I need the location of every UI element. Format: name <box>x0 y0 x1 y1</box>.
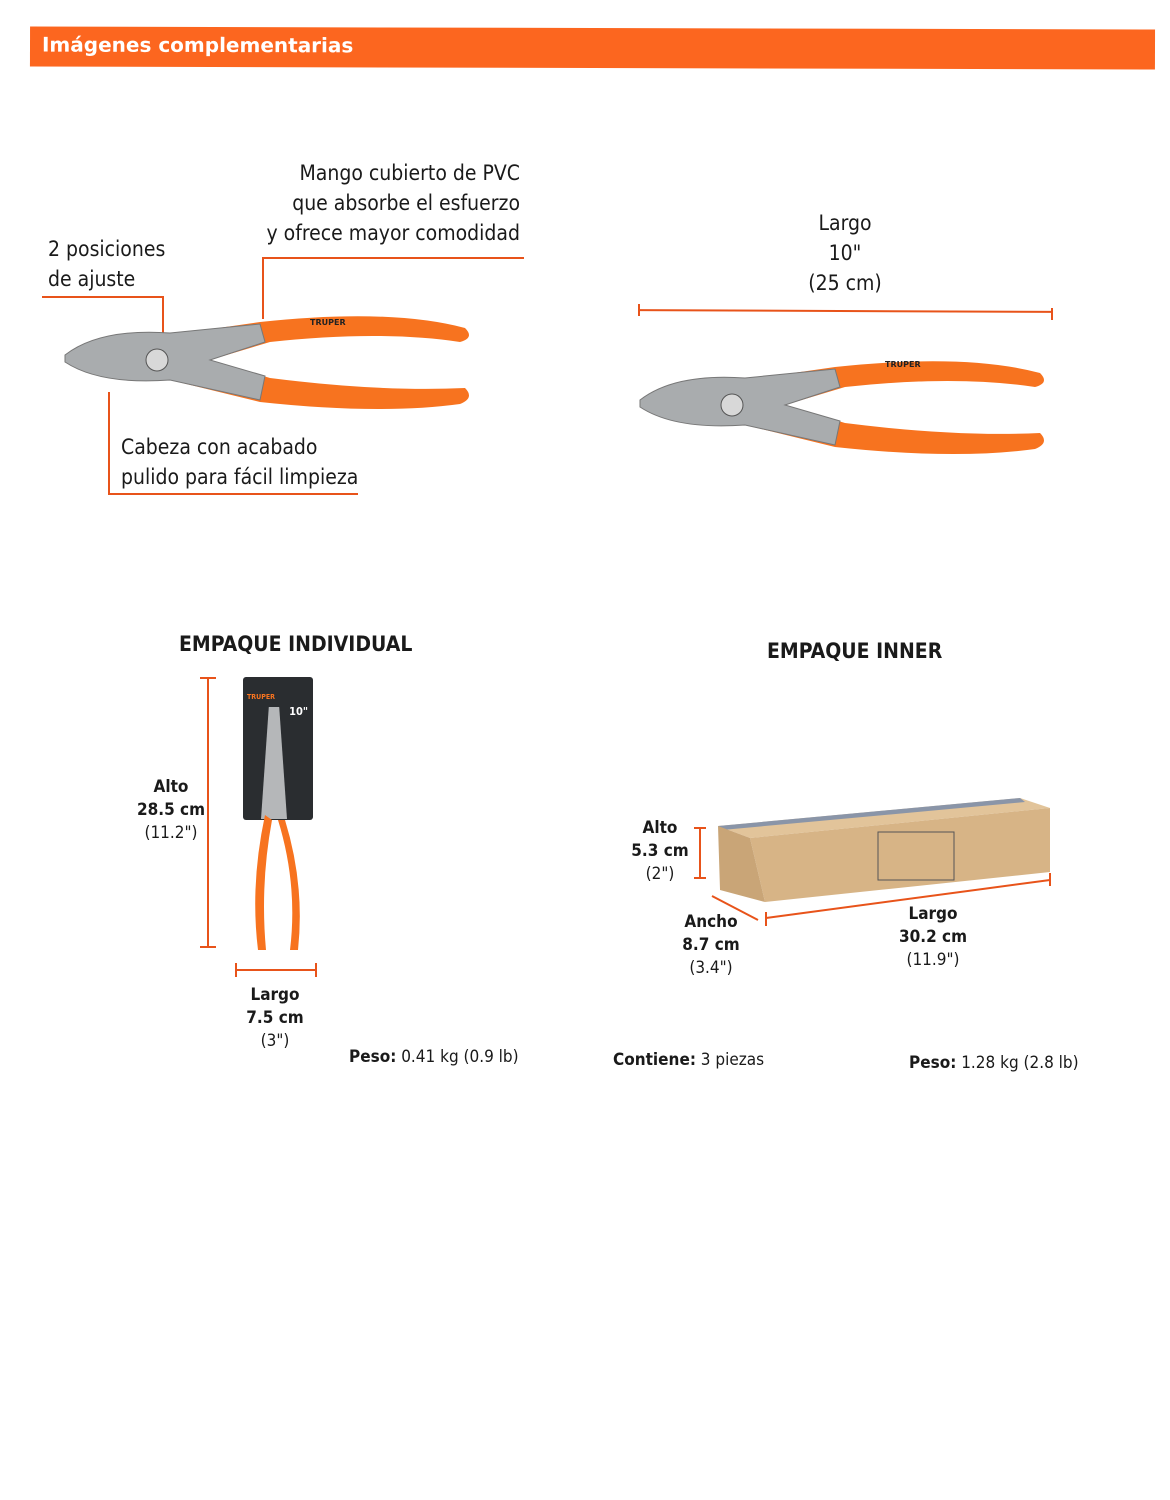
dim-in: (3") <box>260 1031 290 1051</box>
pliers-image: TRUPER <box>64 316 469 410</box>
inner-largo: Largo 30.2 cm (11.9") <box>893 903 973 972</box>
section-title: Imágenes complementarias <box>41 32 354 58</box>
brand-logo: TRUPER <box>885 360 921 369</box>
dim-cm: 30.2 cm <box>898 927 968 947</box>
individual-largo: Largo 7.5 cm (3") <box>235 984 315 1053</box>
weight-label: Peso: <box>349 1047 397 1067</box>
length-title: Largo <box>818 211 872 235</box>
length-inches: 10" <box>828 241 862 265</box>
brand-logo: TRUPER <box>310 318 346 327</box>
weight-value: 0.41 kg (0.9 lb) <box>401 1047 519 1067</box>
dim-label: Alto <box>153 777 189 797</box>
brand-logo: TRUPER <box>247 693 276 701</box>
inner-title: EMPAQUE INNER <box>767 639 943 663</box>
inner-box-image <box>694 798 1051 926</box>
card-size: 10" <box>289 705 308 718</box>
callout-handle: Mango cubierto de PVC que absorbe el esf… <box>240 158 520 248</box>
dim-label: Largo <box>250 985 300 1005</box>
inner-contents: Contiene: 3 piezas <box>613 1049 764 1072</box>
contents-value: 3 piezas <box>700 1050 765 1070</box>
dim-cm: 8.7 cm <box>682 935 740 955</box>
inner-ancho: Ancho 8.7 cm (3.4") <box>676 911 746 980</box>
inner-alto: Alto 5.3 cm (2") <box>630 817 690 886</box>
dim-cm: 28.5 cm <box>136 800 206 820</box>
pliers-image-length: TRUPER <box>639 360 1044 455</box>
weight-value: 1.28 kg (2.8 lb) <box>961 1053 1079 1073</box>
dim-label: Largo <box>908 904 958 924</box>
callout-line: pulido para fácil limpieza <box>121 465 359 489</box>
callout-line: que absorbe el esfuerzo <box>292 191 520 215</box>
individual-weight: Peso: 0.41 kg (0.9 lb) <box>349 1046 519 1069</box>
individual-alto: Alto 28.5 cm (11.2") <box>130 776 212 845</box>
dim-in: (3.4") <box>689 958 733 978</box>
dim-label: Alto <box>642 818 678 838</box>
dim-in: (2") <box>645 864 675 884</box>
individual-title: EMPAQUE INDIVIDUAL <box>179 632 413 656</box>
section-header: Imágenes complementarias <box>29 26 1156 70</box>
dim-in: (11.2") <box>144 823 198 843</box>
dim-cm: 5.3 cm <box>631 841 689 861</box>
weight-label: Peso: <box>909 1053 957 1073</box>
callout-line: y ofrece mayor comodidad <box>266 221 520 245</box>
pliers-handles <box>255 815 300 950</box>
callout-line: Mango cubierto de PVC <box>299 161 521 185</box>
blister-card: TRUPER 10" <box>243 677 313 820</box>
callout-adjust: 2 posiciones de ajuste <box>48 234 165 294</box>
dim-cm: 7.5 cm <box>246 1008 304 1028</box>
length-label: Largo 10" (25 cm) <box>760 208 930 298</box>
contents-label: Contiene: <box>613 1050 696 1070</box>
length-dimension-line <box>637 309 1054 313</box>
dim-label: Ancho <box>684 912 738 932</box>
callout-head: Cabeza con acabado pulido para fácil lim… <box>121 432 358 492</box>
callout-line: de ajuste <box>48 267 136 291</box>
callout-line: 2 posiciones <box>48 237 166 261</box>
dim-in: (11.9") <box>906 950 960 970</box>
callout-line: Cabeza con acabado <box>121 435 318 459</box>
inner-weight: Peso: 1.28 kg (2.8 lb) <box>909 1052 1079 1075</box>
length-cm: (25 cm) <box>808 271 882 295</box>
